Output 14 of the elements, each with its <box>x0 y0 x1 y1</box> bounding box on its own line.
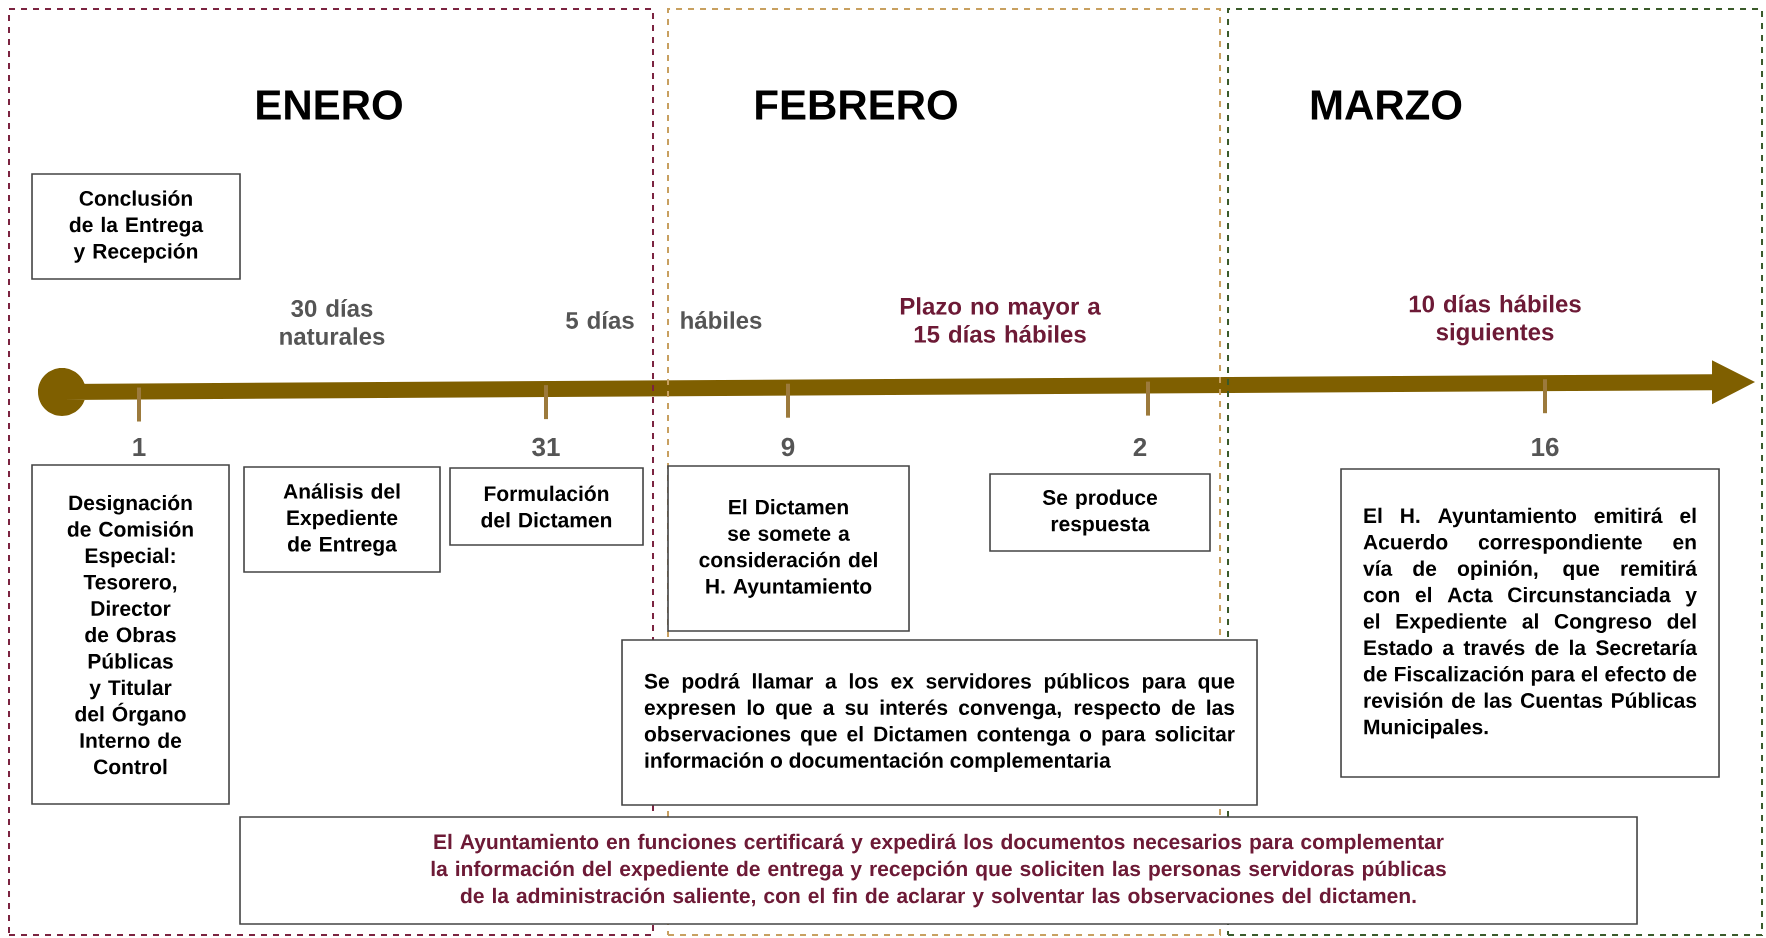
step-box: Se podrá llamar a los ex servidores públicos para que expresen lo que a su interés convenga, respecto de las observaciones que el Dictamen contenga o para solicitar información o documentación complementaria <box>621 639 1258 806</box>
step-box: Conclusión de la Entrega y Recepción <box>31 173 241 280</box>
step-box: Designación de Comisión Especial: Tesorero, Director de Obras Públicas y Titular del Órgano Interno de Control <box>31 464 230 805</box>
duration-label: Plazo no mayor a 15 días hábiles <box>900 297 1101 343</box>
duration-label: hábiles <box>681 311 762 329</box>
duration-label: 5 días <box>566 311 634 329</box>
duration-label: 10 días hábiles siguientes <box>1409 294 1581 346</box>
step-box: El Dictamen se somete a consideración del H. Ayuntamiento <box>667 465 910 632</box>
step-box: El H. Ayuntamiento emitirá el Acuerdo correspondiente en vía de opinión, que remitirá con el Acta Circunstanciada y el Expediente al Congreso del Estado a través de la Secretaría de Fiscalización para el efecto de revisión de las Cuentas Públicas Municipales. <box>1340 468 1720 778</box>
duration-label: 30 días naturales <box>280 299 385 345</box>
step-box: Formulación del Dictamen <box>449 467 644 546</box>
step-box: Se produce respuesta <box>989 473 1211 552</box>
note-box: El Ayuntamiento en funciones certificará y expedirá los documentos necesarios para complementar la información del expediente de entrega y recepción que soliciten las personas servidoras públicas de la administración saliente, con el fin de aclarar y solventar las observaciones del dictamen. <box>239 816 1638 925</box>
step-box: Análisis del Expediente de Entrega <box>243 466 441 573</box>
